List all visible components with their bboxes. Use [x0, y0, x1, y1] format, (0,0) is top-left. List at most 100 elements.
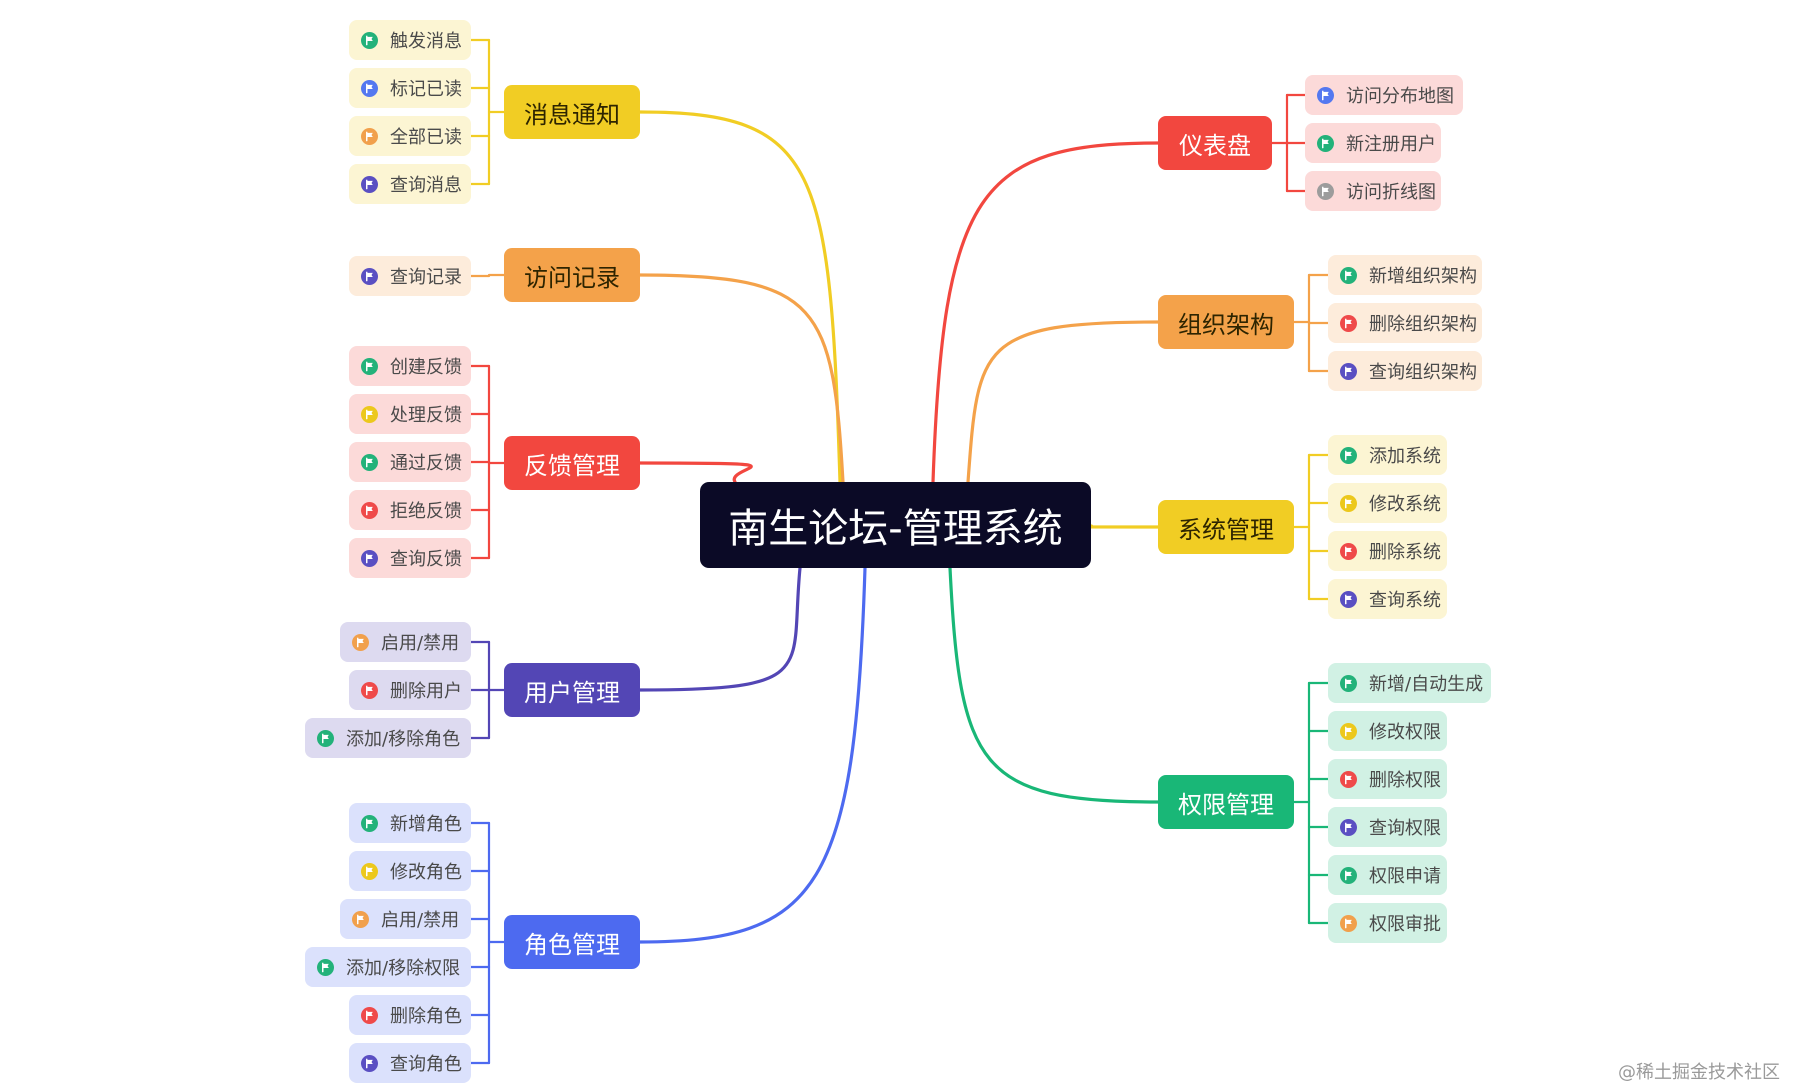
branch-visit[interactable]: 访问记录	[504, 248, 640, 302]
leaf-node[interactable]: 新注册用户	[1305, 123, 1441, 163]
flag-icon	[1317, 182, 1334, 200]
branch-dash[interactable]: 仪表盘	[1158, 116, 1272, 170]
flag-icon	[361, 31, 378, 49]
flag-icon	[1340, 914, 1357, 932]
leaf-label: 新增角色	[390, 814, 462, 835]
leaf-label: 添加/移除角色	[346, 729, 461, 750]
flag-icon	[317, 729, 334, 747]
leaf-node[interactable]: 访问分布地图	[1305, 75, 1463, 115]
flag-icon	[361, 549, 378, 567]
leaf-label: 查询角色	[390, 1054, 462, 1075]
leaf-node[interactable]: 修改角色	[349, 851, 471, 891]
leaf-node[interactable]: 添加系统	[1328, 435, 1447, 475]
leaf-node[interactable]: 查询权限	[1328, 807, 1447, 847]
branch-feedback[interactable]: 反馈管理	[504, 436, 640, 490]
leaf-node[interactable]: 查询消息	[349, 164, 471, 204]
leaf-node[interactable]: 访问折线图	[1305, 171, 1441, 211]
leaf-node[interactable]: 查询角色	[349, 1043, 471, 1083]
flag-icon	[361, 501, 378, 519]
branch-label: 反馈管理	[524, 451, 620, 480]
leaf-node[interactable]: 权限申请	[1328, 855, 1447, 895]
leaf-node[interactable]: 处理反馈	[349, 394, 471, 434]
leaf-node[interactable]: 触发消息	[349, 20, 471, 60]
flag-icon	[1340, 590, 1357, 608]
leaf-node[interactable]: 删除系统	[1328, 531, 1447, 571]
branch-label: 系统管理	[1178, 515, 1274, 544]
leaf-label: 标记已读	[390, 79, 462, 100]
leaf-node[interactable]: 新增角色	[349, 803, 471, 843]
leaf-label: 启用/禁用	[381, 910, 460, 931]
leaf-node[interactable]: 查询记录	[349, 256, 471, 296]
leaf-node[interactable]: 查询系统	[1328, 579, 1447, 619]
leaf-label: 删除系统	[1369, 542, 1441, 563]
leaf-node[interactable]: 新增组织架构	[1328, 255, 1482, 295]
leaf-label: 通过反馈	[390, 453, 462, 474]
leaf-label: 访问分布地图	[1346, 86, 1454, 107]
leaf-node[interactable]: 启用/禁用	[340, 899, 471, 939]
flag-icon	[1340, 770, 1357, 788]
branch-connector-feedback	[638, 461, 753, 484]
leaf-node[interactable]: 删除用户	[349, 670, 471, 710]
leaf-node[interactable]: 权限审批	[1328, 903, 1447, 943]
flag-icon	[361, 127, 378, 145]
branch-msg[interactable]: 消息通知	[504, 85, 640, 139]
leaf-node[interactable]: 查询组织架构	[1328, 351, 1482, 391]
branch-connector-org	[966, 320, 1160, 484]
branch-label: 权限管理	[1178, 790, 1274, 819]
leaf-label: 查询系统	[1369, 590, 1441, 611]
leaf-label: 新增/自动生成	[1369, 674, 1484, 695]
leaf-node[interactable]: 删除组织架构	[1328, 303, 1482, 343]
flag-icon	[361, 862, 378, 880]
leaf-node[interactable]: 全部已读	[349, 116, 471, 156]
flag-icon	[1340, 866, 1357, 884]
branch-connector-msg	[638, 110, 842, 484]
flag-icon	[361, 79, 378, 97]
leaf-label: 查询反馈	[390, 549, 462, 570]
flag-icon	[1340, 446, 1357, 464]
leaf-node[interactable]: 启用/禁用	[340, 622, 471, 662]
leaf-node[interactable]: 添加/移除角色	[305, 718, 471, 758]
leaf-label: 拒绝反馈	[390, 501, 462, 522]
leaf-label: 新增组织架构	[1369, 266, 1477, 287]
branch-role[interactable]: 角色管理	[504, 915, 640, 969]
leaf-node[interactable]: 新增/自动生成	[1328, 663, 1491, 703]
central-topic[interactable]: 南生论坛-管理系统	[700, 482, 1091, 568]
leaf-label: 修改权限	[1369, 722, 1441, 743]
leaf-node[interactable]: 通过反馈	[349, 442, 471, 482]
leaf-node[interactable]: 删除权限	[1328, 759, 1447, 799]
leaf-label: 添加系统	[1369, 446, 1441, 467]
branch-perm[interactable]: 权限管理	[1158, 775, 1294, 829]
leaf-node[interactable]: 查询反馈	[349, 538, 471, 578]
branch-sys[interactable]: 系统管理	[1158, 500, 1294, 554]
flag-icon	[361, 814, 378, 832]
leaf-label: 查询权限	[1369, 818, 1441, 839]
central-topic-label: 南生论坛-管理系统	[728, 506, 1063, 552]
leaf-node[interactable]: 修改权限	[1328, 711, 1447, 751]
flag-icon	[1317, 86, 1334, 104]
leaf-node[interactable]: 创建反馈	[349, 346, 471, 386]
flag-icon	[317, 958, 334, 976]
leaf-label: 修改系统	[1369, 494, 1441, 515]
leaf-label: 添加/移除权限	[346, 958, 461, 979]
leaf-node[interactable]: 标记已读	[349, 68, 471, 108]
flag-icon	[1340, 494, 1357, 512]
branch-user[interactable]: 用户管理	[504, 663, 640, 717]
branch-label: 仪表盘	[1179, 131, 1251, 160]
leaf-label: 修改角色	[390, 862, 462, 883]
leaf-label: 创建反馈	[390, 357, 462, 378]
flag-icon	[361, 1054, 378, 1072]
branch-org[interactable]: 组织架构	[1158, 295, 1294, 349]
branch-connector-visit	[638, 273, 845, 484]
flag-icon	[1340, 674, 1357, 692]
leaf-node[interactable]: 添加/移除权限	[305, 947, 471, 987]
leaf-label: 查询消息	[390, 175, 462, 196]
flag-icon	[352, 633, 369, 651]
branch-connector-perm	[948, 566, 1160, 804]
leaf-node[interactable]: 拒绝反馈	[349, 490, 471, 530]
leaf-label: 权限审批	[1369, 914, 1441, 935]
flag-icon	[361, 175, 378, 193]
flag-icon	[1317, 134, 1334, 152]
flag-icon	[361, 453, 378, 471]
leaf-node[interactable]: 修改系统	[1328, 483, 1447, 523]
leaf-node[interactable]: 删除角色	[349, 995, 471, 1035]
